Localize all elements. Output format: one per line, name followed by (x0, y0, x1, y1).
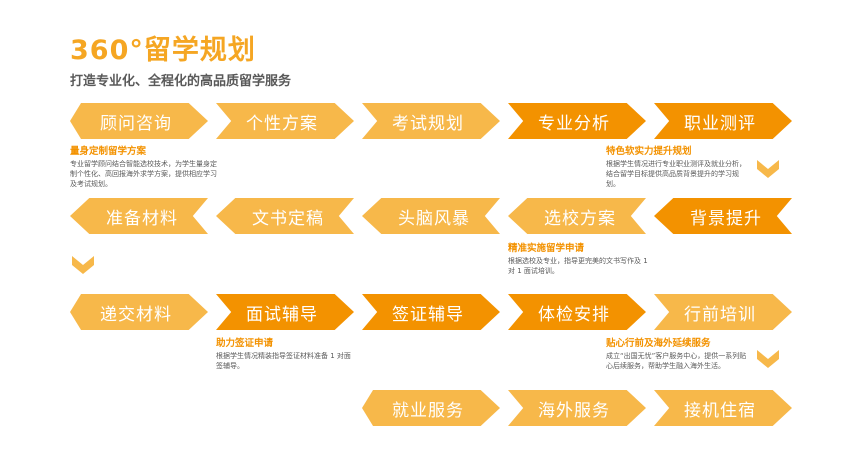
note-title: 特色软实力提升规划 (606, 146, 692, 157)
step-prepare-materials: 准备材料 (70, 198, 208, 234)
step-label: 准备材料 (106, 208, 178, 229)
step-major-analysis: 专业分析 (508, 103, 646, 139)
step-label: 顾问咨询 (100, 113, 172, 134)
step-label: 面试辅导 (246, 304, 318, 325)
step-label: 考试规划 (392, 113, 464, 134)
step-medical-exam: 体检安排 (508, 294, 646, 330)
note-body: 专业留学顾问结合智能选校技术，为学生量身定制个性化、高回报海外求学方案，提供相应… (70, 160, 217, 188)
chevron-down-icon (757, 350, 779, 368)
note-visa-support: 助力签证申请 根据学生情况精装指导签证材料准备 1 对面签辅导。 (216, 335, 356, 371)
step-background-boost: 背景提升 (654, 198, 792, 234)
note-body: 根据学生情况进行专业职业测评及就业分析，结合留学目标提供高品质背景提升的学习规划… (606, 160, 746, 188)
step-employment-service: 就业服务 (362, 390, 500, 426)
step-overseas-service: 海外服务 (508, 390, 646, 426)
step-brainstorm: 头脑风暴 (362, 198, 500, 234)
step-career-assessment: 职业测评 (654, 103, 792, 139)
step-interview-coaching: 面试辅导 (216, 294, 354, 330)
step-label: 递交材料 (100, 304, 172, 325)
note-precise-application: 精准实施留学申请 根据选校及专业，指导更完美的文书写作及 1 对 1 面试培训。 (508, 240, 648, 276)
step-label: 职业测评 (684, 113, 756, 134)
note-body: 根据选校及专业，指导更完美的文书写作及 1 对 1 面试培训。 (508, 257, 648, 275)
step-submit-materials: 递交材料 (70, 294, 208, 330)
note-title: 贴心行前及海外延续服务 (606, 338, 711, 349)
page-subtitle: 打造专业化、全程化的高品质留学服务 (70, 74, 292, 89)
note-body: 成立“出国无忧”客户服务中心，提供一系列贴心后续服务，帮助学生融入海外生活。 (606, 352, 747, 370)
note-soft-skills: 特色软实力提升规划 根据学生情况进行专业职业测评及就业分析，结合留学目标提供高品… (606, 143, 751, 189)
note-title: 助力签证申请 (216, 338, 274, 349)
step-label: 选校方案 (544, 208, 616, 229)
step-label: 头脑风暴 (398, 208, 470, 229)
step-school-selection: 选校方案 (508, 198, 646, 234)
step-label: 个性方案 (246, 113, 318, 134)
step-label: 文书定稿 (252, 208, 324, 229)
chevron-down-icon (757, 160, 779, 178)
chevron-down-icon (72, 256, 94, 274)
step-label: 海外服务 (538, 400, 610, 421)
step-personal-plan: 个性方案 (216, 103, 354, 139)
step-label: 接机住宿 (684, 400, 756, 421)
step-exam-plan: 考试规划 (362, 103, 500, 139)
page-title: 360°留学规划 (70, 35, 256, 66)
step-label: 体检安排 (538, 304, 610, 325)
step-label: 签证辅导 (392, 304, 464, 325)
step-pickup-housing: 接机住宿 (654, 390, 792, 426)
note-custom-plan: 量身定制留学方案 专业留学顾问结合智能选校技术，为学生量身定制个性化、高回报海外… (70, 143, 220, 189)
note-overseas-service: 贴心行前及海外延续服务 成立“出国无忧”客户服务中心，提供一系列贴心后续服务，帮… (606, 335, 751, 371)
step-label: 专业分析 (538, 113, 610, 134)
step-essay-finalize: 文书定稿 (216, 198, 354, 234)
step-label: 背景提升 (690, 208, 762, 229)
step-label: 就业服务 (392, 400, 464, 421)
note-body: 根据学生情况精装指导签证材料准备 1 对面签辅导。 (216, 352, 351, 370)
note-title: 精准实施留学申请 (508, 243, 585, 254)
step-predeparture-training: 行前培训 (654, 294, 792, 330)
note-title: 量身定制留学方案 (70, 146, 147, 157)
step-label: 行前培训 (684, 304, 756, 325)
step-visa-coaching: 签证辅导 (362, 294, 500, 330)
step-consultation: 顾问咨询 (70, 103, 208, 139)
